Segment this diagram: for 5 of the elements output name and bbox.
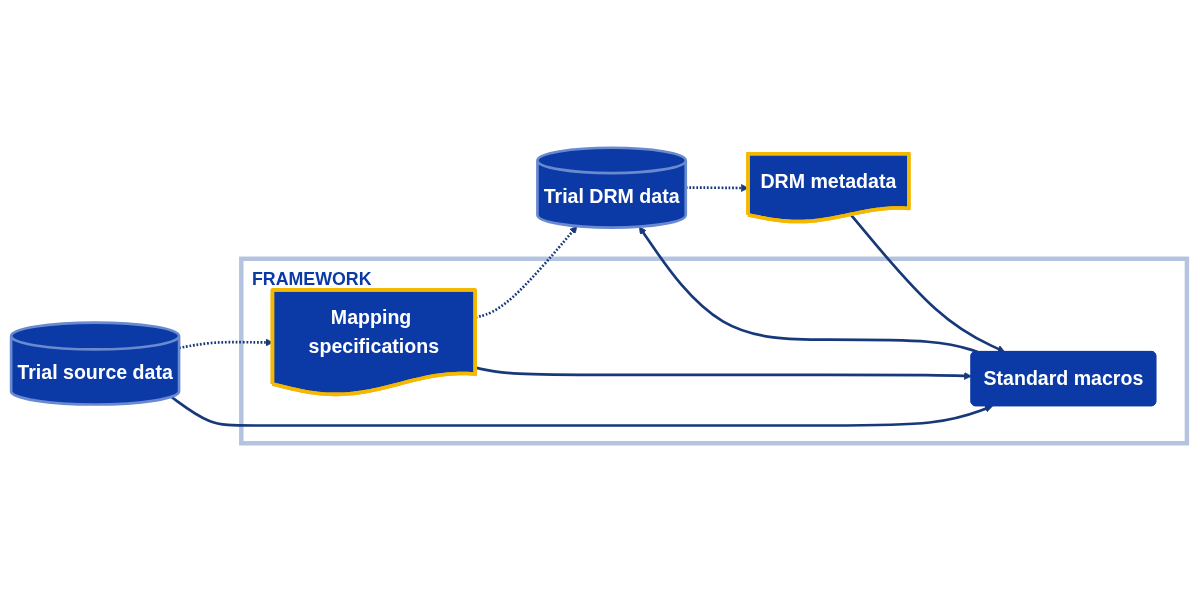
arrow <box>850 213 1006 353</box>
arrow <box>638 226 979 354</box>
arrow <box>475 366 972 380</box>
arrow <box>685 184 749 192</box>
arrow <box>170 395 993 427</box>
